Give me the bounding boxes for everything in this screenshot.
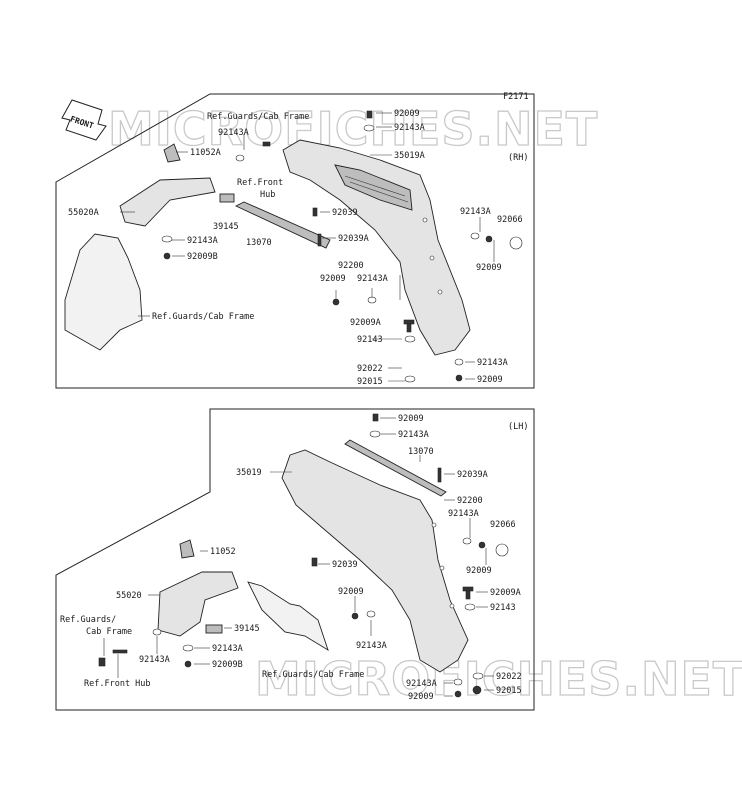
- lh-label-92022: 92022: [496, 672, 522, 682]
- lh-label-92143A-mid: 92143A: [356, 641, 387, 651]
- rh-side-label: (RH): [508, 153, 528, 163]
- rh-label-ref-front-hub-1: Ref.Front: [237, 178, 283, 188]
- lh-label-92143A-b: 92143A: [406, 679, 437, 689]
- rh-label-92015: 92015: [357, 377, 383, 387]
- rh-label-92143A-r: 92143A: [460, 207, 491, 217]
- rh-label-55020A: 55020A: [68, 208, 99, 218]
- lh-label-92143A-top: 92143A: [398, 430, 429, 440]
- rh-label-92009A: 92009A: [350, 318, 381, 328]
- lh-strip-13070: [344, 439, 447, 497]
- rh-label-92143A-l1: 92143A: [218, 128, 249, 138]
- rh-bracket-11052A: [163, 143, 181, 163]
- rh-mudguard-55020A: [119, 177, 216, 227]
- lh-label-ref-front-hub: Ref.Front Hub: [84, 679, 151, 689]
- lh-label-92066: 92066: [490, 520, 516, 530]
- rh-label-92009-b: 92009: [477, 375, 503, 385]
- lh-label-11052: 11052: [210, 547, 236, 557]
- lh-label-ref-guards-l1: Ref.Guards/: [60, 615, 116, 625]
- lh-mudguard-55020: [157, 571, 239, 637]
- lh-label-13070: 13070: [408, 447, 434, 457]
- rh-label-92009-top: 92009: [394, 109, 420, 119]
- rh-mud-flap: [64, 233, 143, 351]
- rh-pad-39145: [219, 193, 235, 203]
- rh-label-92009-mid: 92009: [320, 274, 346, 284]
- lh-side-label: (LH): [508, 422, 528, 432]
- rh-leaders: [120, 112, 495, 382]
- lh-fender-35019: [281, 449, 469, 673]
- front-arrow-icon: FRONT: [61, 99, 107, 141]
- lh-label-35019: 35019: [236, 468, 262, 478]
- lh-label-92143: 92143: [490, 603, 516, 613]
- lh-pad-39145: [205, 624, 223, 634]
- lh-label-ref-guards-l2: Cab Frame: [86, 627, 132, 637]
- lh-label-92015: 92015: [496, 686, 522, 696]
- rh-label-92039A: 92039A: [338, 234, 369, 244]
- lh-label-92009-b: 92009: [408, 692, 434, 702]
- rh-label-92143A-top: 92143A: [394, 123, 425, 133]
- rh-fender-35019A: [282, 139, 471, 356]
- rh-label-92022: 92022: [357, 364, 383, 374]
- lh-bolt-icons: [98, 413, 509, 698]
- rh-frame: [55, 93, 535, 389]
- rh-label-92066: 92066: [497, 215, 523, 225]
- lh-label-92143A-c: 92143A: [212, 644, 243, 654]
- rh-label-35019A: 35019A: [394, 151, 425, 161]
- lh-label-39145: 39145: [234, 624, 260, 634]
- rh-label-39145: 39145: [213, 222, 239, 232]
- rh-label-92200: 92200: [338, 261, 364, 271]
- lh-label-ref-guards-cab: Ref.Guards/Cab Frame: [262, 670, 364, 680]
- lh-leaders: [103, 417, 494, 697]
- lh-label-92009-r: 92009: [466, 566, 492, 576]
- lh-label-92200: 92200: [457, 496, 483, 506]
- rh-label-ref-guards-cab-top: Ref.Guards/Cab Frame: [207, 112, 309, 122]
- rh-label-92039: 92039: [332, 208, 358, 218]
- lh-label-92009A: 92009A: [490, 588, 521, 598]
- rh-strip-13070: [234, 201, 331, 249]
- lh-label-92009B: 92009B: [212, 660, 243, 670]
- rh-label-92143A-l2: 92143A: [187, 236, 218, 246]
- lh-bracket-11052: [179, 539, 195, 559]
- rh-label-92143A-b: 92143A: [477, 358, 508, 368]
- rh-bolt-icons: [161, 110, 523, 383]
- lh-frame: [55, 408, 535, 711]
- lh-label-92009-mid: 92009: [338, 587, 364, 597]
- lh-label-55020: 55020: [116, 591, 142, 601]
- rh-label-ref-front-hub-2: Hub: [260, 190, 275, 200]
- rh-label-ref-guards-cab-bottom: Ref.Guards/Cab Frame: [152, 312, 254, 322]
- watermark-top: MICROFICHES.NET: [108, 102, 598, 156]
- lh-label-92143A-l: 92143A: [139, 655, 170, 665]
- rh-label-92143A-mid: 92143A: [357, 274, 388, 284]
- figure-code: F2171: [503, 92, 529, 102]
- rh-label-92009B: 92009B: [187, 252, 218, 262]
- lh-label-92039A: 92039A: [457, 470, 488, 480]
- rh-label-92143: 92143: [357, 335, 383, 345]
- watermark-bottom: MICROFICHES.NET: [255, 652, 742, 706]
- rh-label-13070: 13070: [246, 238, 272, 248]
- lh-label-92143A-r: 92143A: [448, 509, 479, 519]
- rh-label-92009-r: 92009: [476, 263, 502, 273]
- rh-label-11052A: 11052A: [190, 148, 221, 158]
- lh-label-92039: 92039: [332, 560, 358, 570]
- lh-label-92009-top: 92009: [398, 414, 424, 424]
- lh-mud-flap: [247, 581, 329, 652]
